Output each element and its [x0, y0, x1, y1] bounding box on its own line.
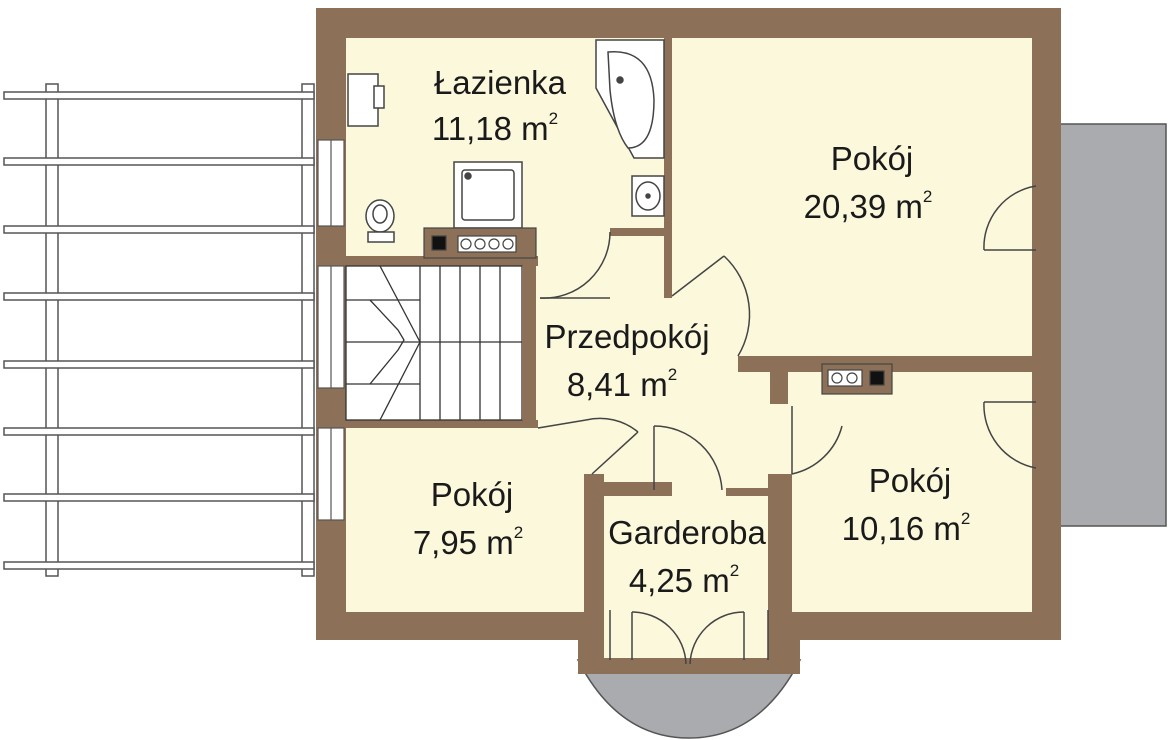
room-name: Pokój: [869, 462, 952, 499]
door-swings: [537, 185, 1037, 665]
room-name: Pokój: [831, 140, 914, 177]
room-name: Przedpokój: [544, 318, 709, 355]
room-label-przedpokoj: Przedpokój 8,41 m2: [544, 318, 709, 403]
svg-text:4,25 m2: 4,25 m2: [629, 561, 739, 599]
balcony-right: [1059, 123, 1167, 527]
svg-text:7,95 m2: 7,95 m2: [413, 523, 523, 561]
svg-text:20,39 m2: 20,39 m2: [804, 187, 933, 225]
svg-text:11,18 m2: 11,18 m2: [432, 109, 558, 147]
room-name: Łazienka: [434, 64, 567, 101]
windows-left: [317, 139, 345, 521]
kitchenette-counter: [821, 363, 893, 395]
pergola: [3, 83, 315, 577]
balcony-bay: [576, 659, 802, 739]
room-area: 11,18 m: [432, 110, 549, 147]
room-name: Pokój: [431, 476, 514, 513]
room-area: 7,95 m: [413, 524, 514, 561]
washbasin: [631, 175, 665, 217]
room-area-sup: 2: [668, 365, 677, 384]
room-label-garderoba: Garderoba 4,25 m2: [608, 514, 766, 599]
room-area-sup: 2: [549, 109, 558, 128]
room-label-pokoj-right: Pokój 10,16 m2: [842, 462, 971, 547]
room-label-lazienka: Łazienka 11,18 m2: [432, 64, 567, 147]
toilet: [365, 199, 395, 243]
room-label-pokoj-large: Pokój 20,39 m2: [804, 140, 933, 225]
room-label-pokoj-small: Pokój 7,95 m2: [413, 476, 523, 561]
boiler: [347, 73, 385, 127]
svg-text:8,41 m2: 8,41 m2: [567, 365, 677, 403]
room-area-sup: 2: [961, 509, 970, 528]
room-area-sup: 2: [923, 187, 932, 206]
room-area: 10,16 m: [842, 510, 961, 547]
bathtub: [595, 39, 665, 159]
room-area: 20,39 m: [804, 188, 923, 225]
bathroom-counter: [423, 227, 537, 259]
staircase: [345, 265, 536, 421]
shower-tray: [453, 161, 523, 229]
room-name: Garderoba: [608, 514, 766, 551]
room-area: 8,41 m: [567, 366, 668, 403]
svg-text:10,16 m2: 10,16 m2: [842, 509, 971, 547]
room-area-sup: 2: [730, 561, 739, 580]
room-area-sup: 2: [514, 523, 523, 542]
room-area: 4,25 m: [629, 562, 730, 599]
interior-walls: [316, 38, 1040, 614]
